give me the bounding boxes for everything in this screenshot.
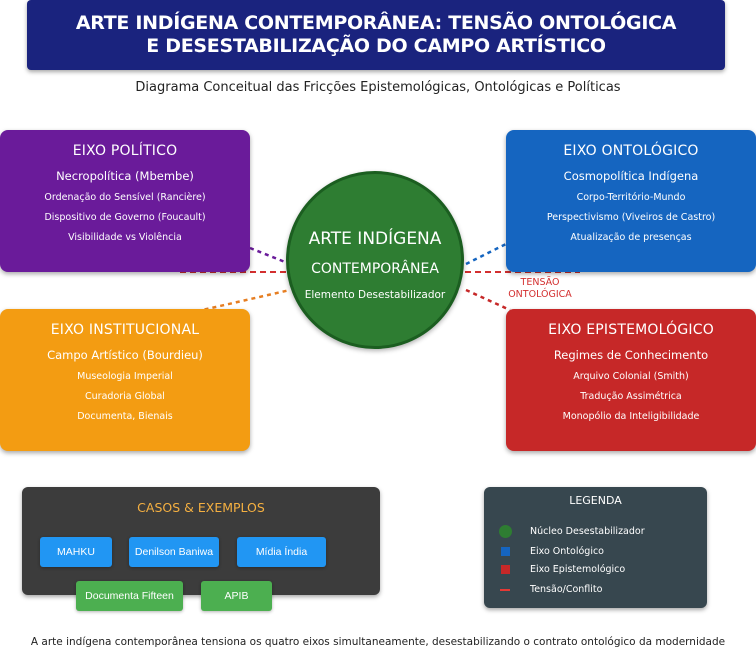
axis-politico-item: Dispositivo de Governo (Foucault) <box>44 212 206 223</box>
axis-politico-item: Visibilidade vs Violência <box>68 232 182 243</box>
axis-institucional-item: Museologia Imperial <box>77 371 173 382</box>
legend-blue-square-icon <box>494 547 516 556</box>
axis-ontologico-item: Atualização de presenças <box>570 232 692 243</box>
connector-epistemologico <box>465 288 511 312</box>
tension-label: TENSÃO ONTOLÓGICA <box>505 277 575 301</box>
legend-item-ontologico: Eixo Ontológico <box>494 546 604 557</box>
axis-ontologico-item: Perspectivismo (Viveiros de Castro) <box>546 212 716 223</box>
legend-box: LEGENDA Núcleo Desestabilizador Eixo Ont… <box>484 487 707 608</box>
axis-ontologico: EIXO ONTOLÓGICO Cosmopolítica Indígena C… <box>506 130 756 272</box>
title-line-2: E DESESTABILIZAÇÃO DO CAMPO ARTÍSTICO <box>146 35 606 57</box>
axis-epistemologico: EIXO EPISTEMOLÓGICO Regimes de Conhecime… <box>506 309 756 451</box>
axis-epistemologico-item: Monopólio da Inteligibilidade <box>562 411 700 422</box>
title-line-1: ARTE INDÍGENA CONTEMPORÂNEA: TENSÃO ONTO… <box>75 12 677 34</box>
legend-item-label: Eixo Ontológico <box>530 546 604 557</box>
axis-institucional-item: Documenta, Bienais <box>77 411 173 422</box>
center-title-line-2: CONTEMPORÂNEA <box>311 261 439 277</box>
axis-institucional-title: EIXO INSTITUCIONAL <box>50 322 200 338</box>
case-chip-denilson-baniwa[interactable]: Denilson Baniwa <box>129 537 219 567</box>
axis-institucional: EIXO INSTITUCIONAL Campo Artístico (Bour… <box>0 309 250 451</box>
tension-label-line-1: TENSÃO <box>520 277 560 288</box>
center-node: ARTE INDÍGENA CONTEMPORÂNEA Elemento Des… <box>286 171 464 349</box>
axis-politico: EIXO POLÍTICO Necropolítica (Mbembe) Ord… <box>0 130 250 272</box>
tension-label-line-2: ONTOLÓGICA <box>508 289 572 300</box>
cases-box: CASOS & EXEMPLOS MAHKU Denilson Baniwa M… <box>22 487 380 611</box>
connector-ontologico <box>465 241 509 266</box>
axis-politico-main: Necropolítica (Mbembe) <box>56 169 194 183</box>
legend-item-tensao: Tensão/Conflito <box>494 584 602 595</box>
legend-item-label: Eixo Epistemológico <box>530 564 626 575</box>
axis-epistemologico-item: Tradução Assimétrica <box>580 391 682 402</box>
legend-item-epistemologico: Eixo Epistemológico <box>494 564 625 575</box>
axis-institucional-item: Curadoria Global <box>85 391 165 402</box>
axis-politico-item: Ordenação do Sensível (Rancière) <box>44 192 206 203</box>
legend-item-label: Núcleo Desestabilizador <box>530 526 645 537</box>
axis-epistemologico-title: EIXO EPISTEMOLÓGICO <box>548 322 714 338</box>
axis-epistemologico-main: Regimes de Conhecimento <box>553 348 709 362</box>
axis-institucional-main: Campo Artístico (Bourdieu) <box>47 348 203 362</box>
legend-item-nucleo: Núcleo Desestabilizador <box>494 525 645 538</box>
cases-title: CASOS & EXEMPLOS <box>137 500 265 515</box>
axis-ontologico-item: Corpo-Território-Mundo <box>576 192 686 203</box>
subtitle: Diagrama Conceitual das Fricções Epistem… <box>135 80 621 95</box>
legend-dashed-line-icon <box>494 588 516 591</box>
footer-caption: A arte indígena contemporânea tensiona o… <box>30 636 726 648</box>
center-subtitle: Elemento Desestabilizador <box>304 289 446 301</box>
axis-epistemologico-item: Arquivo Colonial (Smith) <box>573 371 689 382</box>
case-chip-midia-india[interactable]: Mídia Índia <box>237 537 326 567</box>
legend-title: LEGENDA <box>569 494 622 507</box>
legend-item-label: Tensão/Conflito <box>530 584 603 595</box>
case-chip-mahku[interactable]: MAHKU <box>40 537 112 567</box>
title-banner: ARTE INDÍGENA CONTEMPORÂNEA: TENSÃO ONTO… <box>27 0 725 70</box>
center-title-line-1: ARTE INDÍGENA <box>308 229 442 249</box>
axis-ontologico-main: Cosmopolítica Indígena <box>563 169 699 183</box>
axis-ontologico-title: EIXO ONTOLÓGICO <box>563 143 699 159</box>
case-chip-apib[interactable]: APIB <box>201 581 272 611</box>
case-chip-documenta-fifteen[interactable]: Documenta Fifteen <box>76 581 183 611</box>
legend-red-square-icon <box>494 565 516 574</box>
axis-politico-title: EIXO POLÍTICO <box>72 143 178 159</box>
legend-green-circle-icon <box>494 525 516 538</box>
connector-politico <box>249 246 291 266</box>
